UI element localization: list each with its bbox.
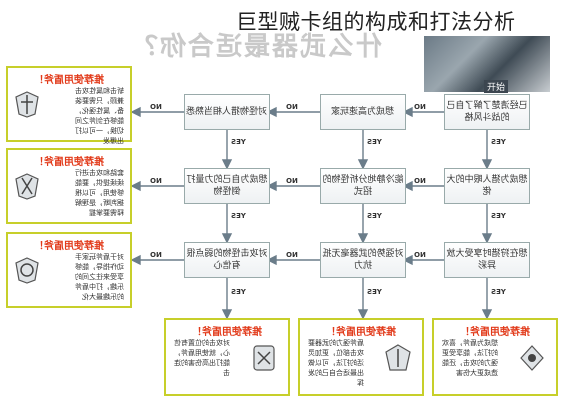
card-header: 推荐使用盾斧！ — [34, 241, 104, 252]
yes-label: YES — [367, 138, 382, 146]
no-label: NO — [286, 177, 298, 185]
yes-label: YES — [367, 288, 382, 296]
yes-label: YES — [491, 212, 506, 220]
yes-label: YES — [231, 288, 246, 296]
card-text: 斩击和属性攻击兼顾，只需要装备、属性强化，能够在剑斧之间切换，一可以打出爆发 — [75, 87, 124, 145]
yes-label: YES — [367, 212, 382, 220]
card-text: 对于盾斧玩家手动作指导，能够享受来往之间的乐趣，打中盾斧的乐趣最大化 — [75, 253, 124, 301]
no-label: NO — [150, 251, 162, 259]
weapon-icon — [15, 257, 39, 284]
question-box: 对强势的武器毫无抵抗力 — [320, 242, 406, 278]
card-header: 推荐使用盾斧！ — [192, 327, 262, 338]
card-header: 推荐使用盾斧！ — [34, 75, 104, 86]
weapon-icon — [253, 345, 275, 371]
recommendation-card: 推荐使用盾斧！ 斩击和属性攻击兼顾，只需要装备、属性强化，能够在剑斧之间切换，一… — [6, 66, 132, 145]
question-box: 想成为猎人眼中的大佬 — [444, 168, 530, 204]
question-box: 想在狩猎时享受大放异彩 — [444, 242, 530, 278]
weapon-icon — [15, 91, 39, 118]
yes-label: YES — [231, 138, 246, 146]
yes-label: YES — [231, 212, 246, 220]
recommendation-card: 推荐使用盾斧！ 对于盾斧玩家手动作指导，能够享受来往之间的乐趣，打中盾斧的乐趣最… — [6, 232, 132, 308]
no-label: NO — [150, 103, 162, 111]
question-box: 能冷静地分析怪物的招式 — [320, 168, 406, 204]
yes-label: YES — [491, 138, 506, 146]
weapon-icon — [520, 345, 544, 371]
card-header: 推荐使用盾斧！ — [326, 327, 396, 338]
card-header: 推荐使用盾斧！ — [34, 157, 104, 168]
no-label: NO — [414, 103, 426, 111]
question-box: 对攻击怪物的弱点很有信心 — [184, 242, 270, 278]
recommendation-card: 推荐使用盾斧！ 对攻击的位置有信心，就使用盾斧，能打出高伤害的连击 — [164, 318, 290, 396]
weapon-icon — [15, 173, 39, 200]
no-label: NO — [414, 177, 426, 185]
recommendation-card: 推荐使用盾斧！ 盾斧强力的武器要攻击部位，更加灵活的打法，可以做出最适合自己的发… — [298, 318, 424, 396]
recommendation-card: 推荐使用盾斧！ 套路和攻击进行续续提供，要能够使用，可以根据判断，是理解释需要掌… — [6, 148, 132, 224]
page-title: 巨型贼卡组的构成和打法分析 — [236, 10, 516, 34]
yes-label: YES — [491, 288, 506, 296]
question-box: 对怪物猎人相当熟悉 — [184, 94, 270, 130]
no-label: NO — [286, 251, 298, 259]
no-label: NO — [286, 103, 298, 111]
no-label: NO — [414, 251, 426, 259]
weapon-icon — [385, 344, 411, 371]
no-label: NO — [150, 177, 162, 185]
card-text: 套路和攻击进行续续提供，要能够使用，可以根据判断，是理解释需要掌握 — [75, 169, 124, 217]
start-tag: 开始 — [484, 80, 509, 93]
question-box: 想成为自己的力量打倒怪物 — [184, 168, 270, 204]
card-header: 推荐使用盾斧！ — [460, 327, 530, 338]
card-text: 对攻击的位置有信心，就使用盾斧，能打出高伤害的连击 — [174, 339, 230, 377]
question-box: 已经清楚了解了自己的战斗风格 — [444, 94, 530, 130]
recommendation-card: 推荐使用盾斧！ 想成为盾斧，喜欢的打法，能享受更强力的攻击，还能造成更大伤害 — [432, 318, 558, 396]
card-text: 盾斧强力的武器要攻击部位，更加灵活的打法，可以做出最适合自己的发挥 — [308, 339, 364, 387]
question-box: 想成为高速玩家 — [320, 94, 406, 130]
card-text: 想成为盾斧，喜欢的打法，能享受更强力的攻击，还能造成更大伤害 — [442, 339, 498, 377]
